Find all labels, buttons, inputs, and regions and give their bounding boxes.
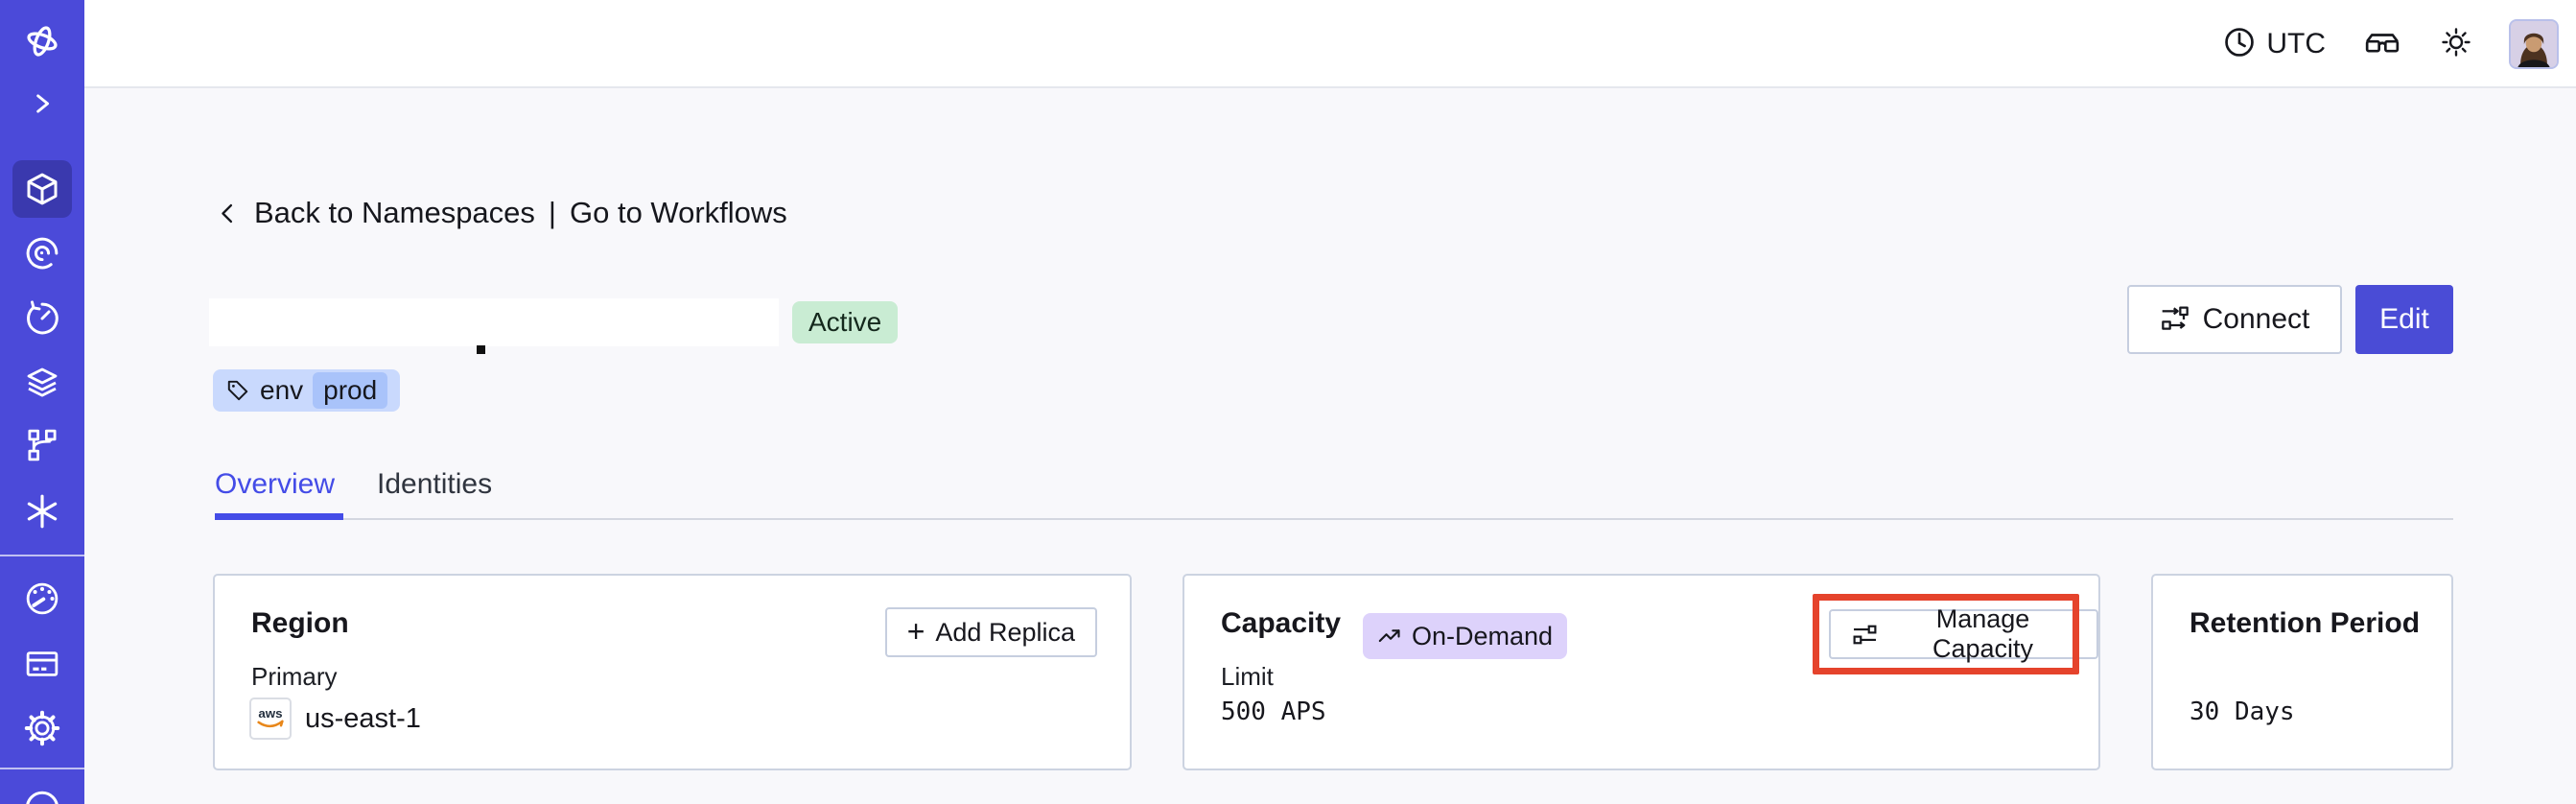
user-avatar[interactable] — [2509, 19, 2559, 69]
sidebar — [0, 0, 84, 804]
active-tab-underline — [215, 513, 343, 520]
sidebar-item-schedules[interactable] — [0, 290, 84, 347]
breadcrumb-workflows-link[interactable]: Go to Workflows — [569, 196, 787, 229]
edit-button-label: Edit — [2379, 303, 2429, 335]
clock-icon — [2221, 24, 2258, 65]
add-replica-label: Add Replica — [935, 617, 1075, 647]
asterisk-icon — [22, 491, 62, 532]
region-row: aws us-east-1 — [249, 698, 421, 740]
tag-value-chip: prod — [313, 372, 388, 409]
chevron-right-icon — [28, 89, 57, 118]
edit-button[interactable]: Edit — [2355, 285, 2453, 354]
redacted-text-artifact — [477, 345, 485, 354]
breadcrumb-back-link[interactable]: Back to Namespaces — [254, 196, 535, 229]
layers-icon — [22, 363, 62, 403]
branch-icon — [22, 425, 62, 465]
aws-logo: aws — [249, 698, 292, 740]
trending-up-icon — [1377, 624, 1403, 650]
sidebar-item-workflows[interactable] — [0, 225, 84, 282]
status-badge: Active — [792, 301, 899, 343]
sliders-icon — [1851, 621, 1879, 649]
sidebar-item-logo[interactable] — [0, 12, 84, 70]
partial-circle-icon — [21, 785, 63, 804]
tab-rule — [215, 518, 2453, 520]
sidebar-item-settings[interactable] — [0, 699, 84, 757]
sidebar-item-usage[interactable] — [0, 570, 84, 627]
sidebar-divider — [0, 768, 84, 769]
on-demand-badge: On-Demand — [1363, 613, 1568, 659]
retention-card-title: Retention Period — [2190, 607, 2421, 639]
aws-logo-text: aws — [258, 706, 282, 721]
plus-icon: + — [906, 613, 925, 649]
namespace-title-redacted — [209, 298, 779, 346]
region-card-title: Region — [251, 607, 349, 639]
tab-bar: Overview Identities — [215, 468, 492, 501]
tag-icon — [225, 378, 250, 403]
capacity-card-title: Capacity — [1221, 607, 1342, 639]
retention-card: Retention Period 30 Days — [2151, 574, 2453, 770]
limit-label: Limit — [1221, 662, 1274, 691]
sun-icon[interactable] — [2439, 25, 2473, 64]
spiral-icon — [22, 233, 62, 273]
primary-label: Primary — [251, 662, 338, 691]
sidebar-item-batch-operations[interactable] — [0, 354, 84, 412]
timezone-selector[interactable]: UTC — [2221, 24, 2326, 65]
capacity-limit-value: 500 APS — [1221, 698, 1326, 726]
connect-button-label: Connect — [2202, 303, 2310, 335]
timer-icon — [22, 298, 62, 339]
sidebar-divider — [0, 555, 84, 556]
manage-capacity-label: Manage Capacity — [1932, 604, 2034, 663]
sidebar-item-nexus[interactable] — [0, 483, 84, 540]
topbar-actions: UTC — [2221, 0, 2559, 88]
sidebar-item-expand[interactable] — [0, 75, 84, 132]
retention-value: 30 Days — [2190, 698, 2295, 726]
region-card: Region + Add Replica Primary aws us-east… — [213, 574, 1132, 770]
sidebar-item-billing[interactable] — [0, 635, 84, 693]
namespace-tag[interactable]: env prod — [213, 369, 401, 412]
topbar: UTC — [84, 0, 2576, 88]
sidebar-item-namespaces[interactable] — [0, 160, 84, 218]
manage-capacity-button[interactable]: Manage Capacity — [1829, 604, 2098, 663]
glasses-icon[interactable] — [2361, 23, 2403, 66]
connect-button[interactable]: Connect — [2127, 285, 2342, 354]
temporal-logo — [21, 20, 63, 62]
tab-identities[interactable]: Identities — [377, 468, 493, 500]
timezone-label: UTC — [2266, 28, 2326, 59]
region-name: us-east-1 — [305, 702, 421, 734]
gear-icon — [22, 708, 62, 748]
breadcrumb-separator: | — [548, 196, 556, 229]
breadcrumb: Back to Namespaces | Go to Workflows — [215, 192, 787, 234]
credit-card-icon — [22, 644, 62, 684]
cube-icon — [22, 169, 62, 209]
chevron-left-icon[interactable] — [215, 201, 241, 226]
capacity-card: Capacity On-Demand Manage Capacity Limit… — [1183, 574, 2100, 770]
speedometer-icon — [22, 579, 62, 619]
sidebar-item-deployments[interactable] — [0, 416, 84, 474]
sidebar-item-account[interactable] — [0, 785, 84, 804]
tab-overview[interactable]: Overview — [215, 468, 336, 500]
status-badge-label: Active — [808, 307, 882, 337]
on-demand-label: On-Demand — [1412, 621, 1554, 650]
tag-key: env — [260, 375, 304, 405]
connect-icon — [2160, 304, 2190, 335]
add-replica-button[interactable]: + Add Replica — [884, 607, 1097, 657]
